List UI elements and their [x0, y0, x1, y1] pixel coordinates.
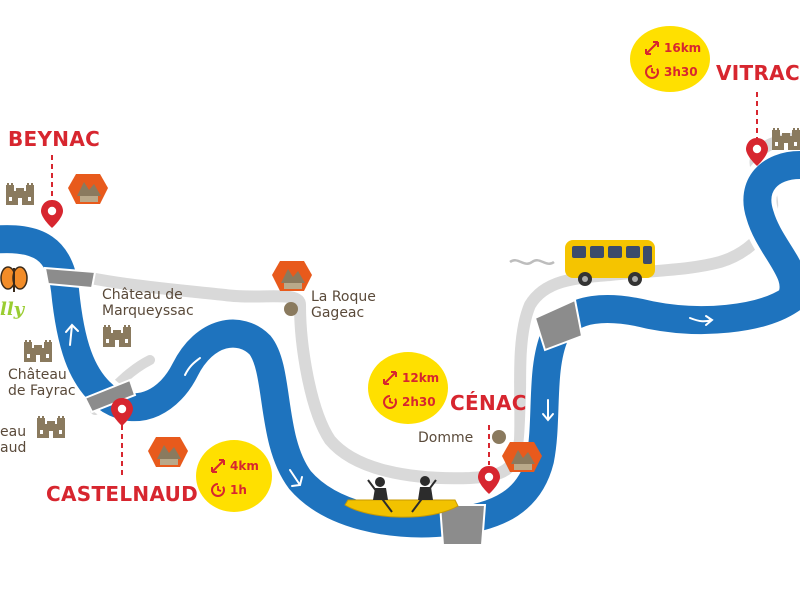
- current-arrow-icon: [65, 315, 714, 487]
- badge-castelnaud: 4km 1h: [196, 440, 272, 512]
- badge-duration: 3h30: [664, 65, 698, 79]
- badge-distance: 16km: [664, 41, 702, 55]
- place-label-line: eau: [0, 424, 27, 440]
- clock-icon: [645, 65, 659, 79]
- place-label-marqueyssac: Château de Marqueyssac: [102, 287, 194, 319]
- town-label-cenac: CÉNAC: [450, 391, 527, 415]
- place-label-castelnaud-castle: eau aud: [0, 424, 26, 456]
- bus-icon: [509, 240, 655, 286]
- logo-partial-text: lly: [0, 299, 25, 320]
- place-label-line: Château de: [102, 287, 183, 303]
- badge-vitrac: 16km 3h30: [630, 26, 710, 92]
- badge-cenac: 12km 2h30: [368, 352, 448, 424]
- place-label-line: aud: [0, 440, 27, 457]
- place-label-fayrac: Château de Fayrac: [8, 367, 76, 399]
- place-label-line: Gageac: [311, 305, 365, 322]
- clock-icon: [211, 483, 225, 497]
- badge-distance: 4km: [230, 459, 259, 473]
- town-label-vitrac: VITRAC: [716, 61, 800, 85]
- place-label-line: Château: [8, 367, 67, 383]
- place-label-la-roque-gageac: La Roque Gageac: [311, 289, 376, 321]
- badge-duration: 2h30: [402, 395, 436, 409]
- place-label-line: Marqueyssac: [102, 303, 194, 320]
- distance-icon: [383, 371, 397, 385]
- bridge-icon: [43, 266, 584, 546]
- distance-icon: [211, 459, 225, 473]
- pin-leaders: [51, 92, 758, 478]
- butterfly-icon: [0, 266, 28, 292]
- distance-icon: [645, 41, 659, 55]
- canoe-icon: [344, 476, 459, 518]
- la-roque-gageac-dot: [284, 302, 298, 316]
- place-label-domme: Domme: [418, 430, 474, 446]
- badge-duration: 1h: [230, 483, 247, 497]
- badge-distance: 12km: [402, 371, 440, 385]
- clock-icon: [383, 395, 397, 409]
- town-label-castelnaud: CASTELNAUD: [46, 482, 199, 506]
- town-label-beynac: BEYNAC: [8, 127, 101, 151]
- place-label-line: de Fayrac: [8, 383, 76, 400]
- place-label-line: La Roque: [311, 289, 376, 305]
- domme-dot: [492, 430, 506, 444]
